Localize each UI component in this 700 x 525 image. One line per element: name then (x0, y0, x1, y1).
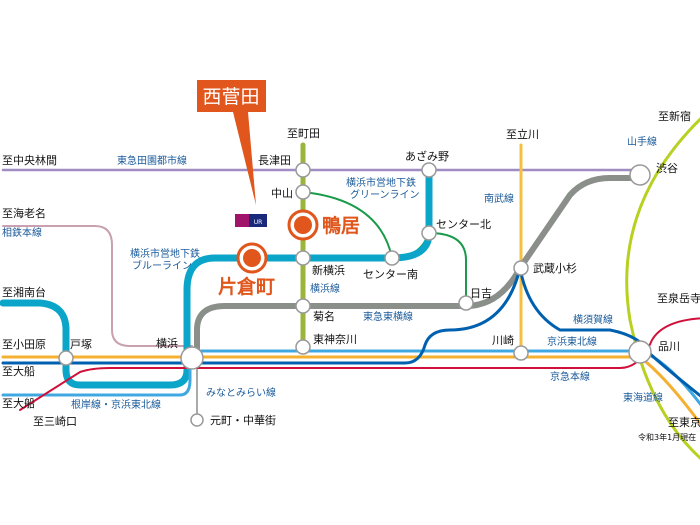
dir-shinjuku: 至新宿 (658, 109, 691, 123)
sotetsu-line (2, 225, 193, 347)
label-yokohama-line: 横浜線 (310, 282, 340, 295)
label-negishi: 根岸線・京浜東北線 (71, 398, 161, 411)
musashi-kosugi-label: 武蔵小杉 (533, 261, 577, 275)
shinagawa-label: 品川 (658, 340, 680, 353)
tokaido-line (1, 355, 700, 426)
dir-ebina: 至海老名 (2, 206, 46, 220)
label-blue-line-1: 横浜市営地下鉄 (130, 247, 200, 260)
label-green-line-2: グリーンライン (350, 188, 420, 201)
dir-ofuna-1: 至大船 (2, 364, 35, 378)
label-yokosuka: 横須賀線 (573, 313, 613, 326)
dir-machida: 至町田 (287, 127, 320, 140)
date-note: 令和3年1月現在 (638, 432, 696, 442)
station-kawasaki[interactable] (513, 345, 529, 361)
kamoi-marker[interactable] (287, 209, 319, 241)
center-kita-label: センター北 (436, 218, 491, 231)
dir-chuo-rinkan: 至中央林間 (2, 153, 57, 167)
negishi-line (1, 358, 192, 397)
kikuna-label: 菊名 (313, 309, 335, 323)
dir-tokyo: 至東京 (668, 415, 700, 429)
label-keihin-tohoku: 京浜東北線 (547, 335, 597, 348)
dir-tachikawa: 至立川 (506, 127, 539, 141)
label-yamanote: 山手線 (627, 135, 657, 148)
label-denentoshi: 東急田園都市線 (117, 154, 187, 167)
toyoko-line (194, 175, 643, 360)
nishisugata-callout[interactable]: 西菅田 (197, 80, 266, 205)
svg-text:UR: UR (254, 219, 263, 226)
station-azamino[interactable] (421, 162, 437, 178)
motomachi-label: 元町・中華街 (210, 413, 276, 427)
station-hiyoshi[interactable] (458, 295, 474, 311)
dir-shonandai: 至湘南台 (2, 285, 46, 299)
dir-sengakuji: 至泉岳寺 (657, 291, 700, 305)
shibuya-label: 渋谷 (656, 162, 678, 175)
label-tokaido: 東海道線 (623, 391, 663, 404)
ur-logo: UR (235, 214, 267, 227)
dir-misakiguchi: 至三崎口 (33, 414, 77, 428)
label-sotetsu: 相鉄本線 (2, 226, 42, 239)
shin-yokohama-label: 新横浜 (312, 263, 345, 277)
dir-ofuna-2: 至大船 (2, 396, 35, 410)
nagatsuta-label: 長津田 (258, 154, 291, 167)
azamino-label: あざみ野 (405, 149, 449, 163)
station-shibuya[interactable] (629, 164, 651, 186)
higashi-kanagawa-label: 東神奈川 (313, 332, 357, 346)
station-center-minami[interactable] (384, 250, 400, 266)
totsuka-label: 戸塚 (70, 338, 92, 351)
hiyoshi-label: 日吉 (470, 287, 492, 300)
kamoi-label: 鴨居 (322, 214, 360, 237)
center-minami-label: センター南 (363, 268, 418, 281)
yamanote-line (625, 117, 700, 460)
katakuracho-label: 片倉町 (218, 275, 275, 298)
label-blue-line-2: ブルーライン (132, 259, 192, 272)
station-shin-yokohama[interactable] (295, 250, 311, 266)
label-green-line-1: 横浜市営地下鉄 (346, 176, 416, 189)
station-totsuka[interactable] (58, 350, 74, 366)
label-nambu: 南武線 (484, 192, 514, 205)
label-toyoko: 東急東横線 (363, 310, 413, 323)
station-yokohama[interactable] (180, 346, 204, 370)
label-minatomirai: みなとみらい線 (206, 386, 276, 399)
yokohama-label: 横浜 (156, 336, 178, 350)
station-shinagawa[interactable] (628, 340, 652, 364)
katakuracho-marker[interactable] (236, 242, 268, 274)
keihin-tohoku-line (190, 349, 700, 407)
label-keikyu: 京急本線 (550, 370, 590, 383)
station-higashi-kanagawa[interactable] (295, 339, 311, 355)
station-center-kita[interactable] (421, 225, 437, 241)
callout-title: 西菅田 (202, 86, 259, 108)
station-kikuna[interactable] (295, 298, 311, 314)
station-musashi-kosugi[interactable] (513, 260, 529, 276)
station-motomachi[interactable] (190, 413, 204, 427)
dir-odawara: 至小田原 (2, 338, 46, 351)
kawasaki-label: 川崎 (492, 333, 514, 347)
station-nagatsuta[interactable] (295, 162, 311, 178)
station-nakayama[interactable] (295, 184, 311, 200)
nakayama-label: 中山 (271, 187, 293, 200)
